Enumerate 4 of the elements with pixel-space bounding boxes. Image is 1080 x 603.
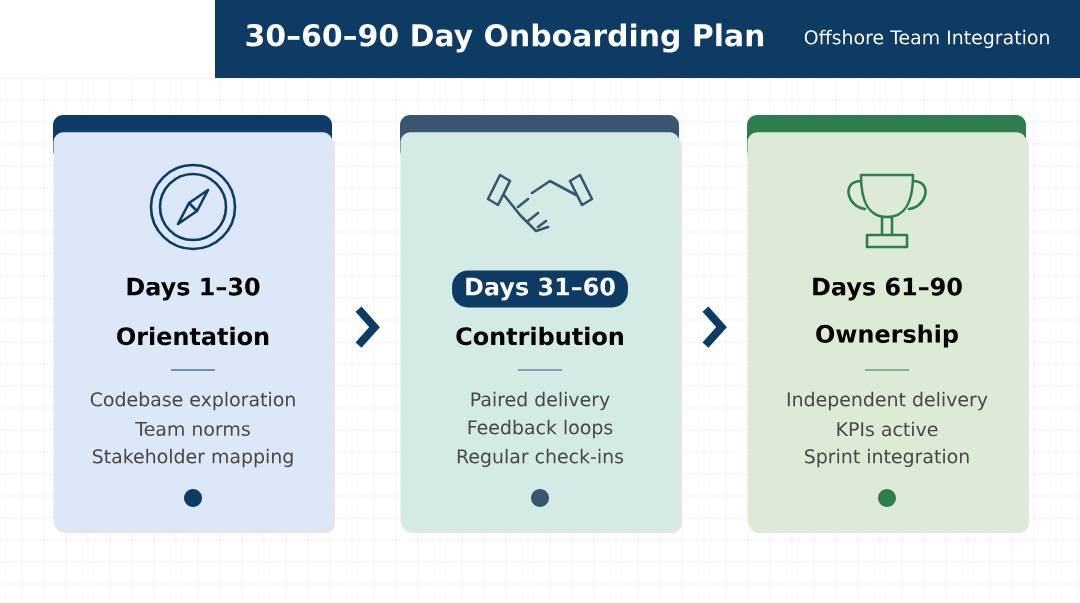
chevron-arrow	[355, 306, 380, 348]
title: 30–60–90 Day Onboarding Plan	[246, 23, 764, 53]
chevron-arrow	[702, 306, 727, 348]
subtitle: Offshore Team Integration	[804, 29, 1049, 49]
